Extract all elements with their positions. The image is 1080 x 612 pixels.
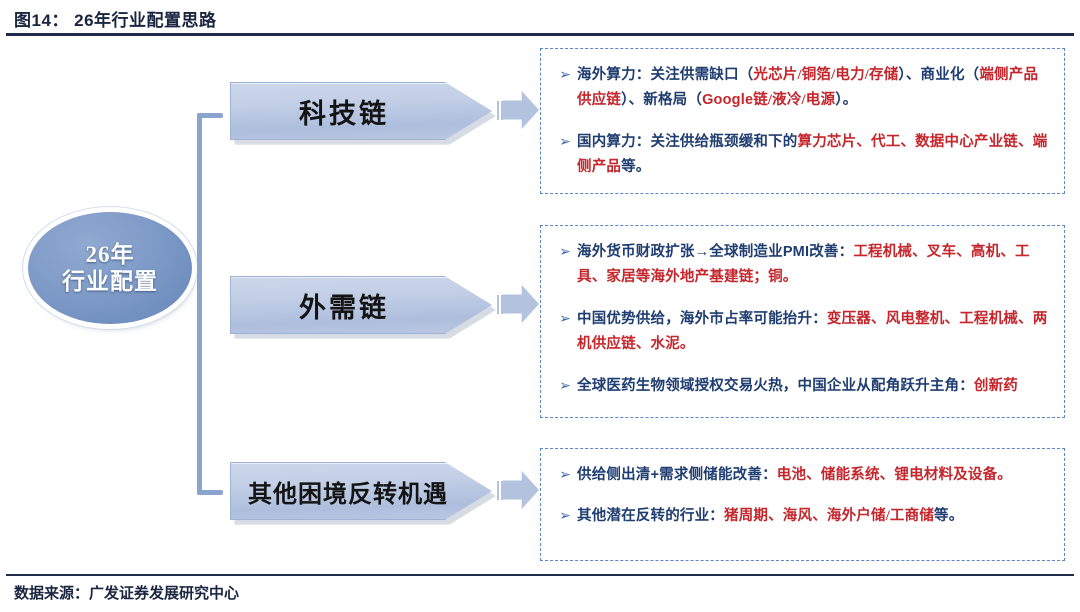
bullet-text: 全球医药生物领域授权交易火热，中国企业从配角跃升主角：创新药: [577, 374, 1048, 399]
root-node-line2: 行业配置: [62, 269, 158, 294]
bullet-text: 海外货币财政扩张→全球制造业PMI改善：工程机械、叉车、高机、工具、家居等海外地…: [577, 240, 1048, 291]
branch-label-other-turnaround[interactable]: 其他困境反转机遇: [230, 462, 496, 525]
bullet-arrow-icon: ➢: [559, 310, 571, 327]
text-segment: 光芯片/铜箔/电力/存储: [753, 67, 899, 83]
header-divider: [6, 33, 1074, 36]
branch-label-text: 科技链: [299, 98, 389, 129]
text-segment: Google: [702, 92, 754, 109]
bullet-arrow-icon: ➢: [559, 467, 571, 483]
branch-label-technology-chain[interactable]: 科技链: [230, 82, 496, 145]
arrow-tick-1: [497, 295, 499, 314]
text-segment: 端侧产品供应链: [577, 67, 1039, 109]
bullet-text: 国内算力：关注供给瓶颈缓和下的算力芯片、代工、数据中心产业链、端侧产品等。: [577, 130, 1048, 181]
connector-top-stub: [197, 113, 223, 118]
text-segment: 改善：: [809, 244, 854, 260]
bullet-text: 其他潜在反转的行业：猪周期、海风、海外户储/工商储等。: [577, 504, 1048, 529]
arrow-body: [503, 285, 539, 323]
right-block-arrow-icon-3: [497, 471, 539, 509]
figure-header: 图14： 26年行业配置思路: [0, 0, 1080, 36]
branch-label-text: 外需链: [299, 292, 389, 323]
bullet-arrow-icon: ➢: [559, 67, 571, 83]
branch-detail-panel-other-turnaround: ➢ 供给侧出清+需求侧储能改善：电池、储能系统、锂电材料及设备。 ➢ 其他潜在反转的行…: [540, 448, 1065, 561]
page-title: 图14： 26年行业配置思路: [14, 10, 217, 30]
bullet-arrow-icon: ➢: [559, 244, 571, 260]
text-segment: ）。: [835, 92, 858, 109]
arrow-body: [503, 91, 539, 129]
root-node-line1: 26年: [85, 241, 135, 267]
branch-pentagon-shape: [230, 276, 492, 334]
text-segment: PMI: [782, 244, 810, 260]
text-segment: ）、新格局（: [621, 92, 703, 109]
connector-vertical-line: [197, 113, 202, 495]
bullet-arrow-icon: ➢: [559, 508, 571, 525]
bullet-item: ➢ 其他潜在反转的行业：猪周期、海风、海外户储/工商储等。: [553, 504, 1048, 529]
text-segment: 全球医药生物领域授权交易火热，中国企业从配角跃升主角：: [577, 377, 974, 394]
text-segment: 工程机械、叉车、高机、工具、家居等海外地产基建链；铜。: [577, 244, 1030, 286]
branch-detail-panel-technology-chain: ➢ 海外算力：关注供需缺口（光芯片/铜箔/电力/存储）、商业化（端侧产品供应链）、…: [540, 48, 1065, 194]
arrow-body: [503, 471, 539, 509]
text-segment: 中国优势供给，海外市占率可能抬升：: [577, 310, 827, 327]
text-segment: 创新药: [973, 377, 1019, 394]
text-segment: 猪周期、海风、海外户储/工商储: [724, 508, 935, 525]
bullet-arrow-icon: ➢: [559, 133, 571, 150]
arrow-tick-2: [501, 101, 503, 120]
text-segment: ）、商业化（: [898, 67, 980, 83]
branch-label-text: 其他困境反转机遇: [248, 481, 448, 508]
text-segment: 海外货币财政扩张→全球制造业: [577, 244, 783, 260]
bullet-item: ➢ 海外算力：关注供需缺口（光芯片/铜箔/电力/存储）、商业化（端侧产品供应链）、…: [553, 63, 1048, 114]
right-block-arrow-icon-2: [497, 285, 539, 323]
bullet-arrow-icon: ➢: [559, 377, 571, 394]
branch-pentagon-shape: [230, 82, 492, 140]
text-segment: 链/液冷/电源: [753, 92, 836, 109]
source-note: 数据来源：广发证券发展研究中心: [14, 586, 240, 602]
arrow-tick-2: [501, 481, 503, 500]
text-segment: 供给侧出清: [577, 467, 651, 483]
text-segment: 等。: [934, 508, 964, 525]
text-segment: 变压器、风电整机、工程机械、两机供应链、水泥。: [577, 310, 1048, 353]
bullet-item: ➢ 海外货币财政扩张→全球制造业PMI改善：工程机械、叉车、高机、工具、家居等海外…: [553, 240, 1048, 291]
connector-bottom-stub: [197, 490, 223, 495]
branch-label-external-demand-chain[interactable]: 外需链: [230, 276, 496, 339]
text-segment: +: [650, 467, 660, 483]
root-node-ellipse: 26年 行业配置: [28, 212, 192, 324]
bullet-text: 海外算力：关注供需缺口（光芯片/铜箔/电力/存储）、商业化（端侧产品供应链）、新…: [577, 63, 1048, 114]
bullet-item: ➢ 供给侧出清+需求侧储能改善：电池、储能系统、锂电材料及设备。: [553, 463, 1048, 488]
text-segment: 算力芯片、代工、数据中心产业链、端侧产品: [577, 133, 1048, 176]
arrow-tick-1: [497, 481, 499, 500]
branch-detail-panel-external-demand-chain: ➢ 海外货币财政扩张→全球制造业PMI改善：工程机械、叉车、高机、工具、家居等海外…: [540, 225, 1065, 418]
text-segment: 国内算力：关注供给瓶颈缓和下的: [577, 133, 798, 150]
arrow-tick-2: [501, 295, 503, 314]
right-block-arrow-icon-1: [497, 91, 539, 129]
branch-pentagon-shape: [230, 462, 492, 520]
bullet-item: ➢ 国内算力：关注供给瓶颈缓和下的算力芯片、代工、数据中心产业链、端侧产品等。: [553, 130, 1048, 181]
bullet-item: ➢ 全球医药生物领域授权交易火热，中国企业从配角跃升主角：创新药: [553, 374, 1048, 399]
bullet-text: 供给侧出清+需求侧储能改善：电池、储能系统、锂电材料及设备。: [577, 463, 1048, 488]
text-segment: 其他潜在反转的行业：: [577, 508, 724, 525]
bullet-item: ➢ 中国优势供给，海外市占率可能抬升：变压器、风电整机、工程机械、两机供应链、水泥…: [553, 307, 1048, 358]
text-segment: 需求侧储能改善：: [659, 467, 777, 483]
text-segment: 等。: [621, 159, 651, 176]
arrow-tick-1: [497, 101, 499, 120]
text-segment: 电池、储能系统、锂电材料及设备。: [776, 467, 1012, 483]
text-segment: 海外算力：关注供需缺口（: [577, 67, 754, 83]
bullet-text: 中国优势供给，海外市占率可能抬升：变压器、风电整机、工程机械、两机供应链、水泥。: [577, 307, 1048, 358]
footer-divider: [6, 574, 1074, 576]
